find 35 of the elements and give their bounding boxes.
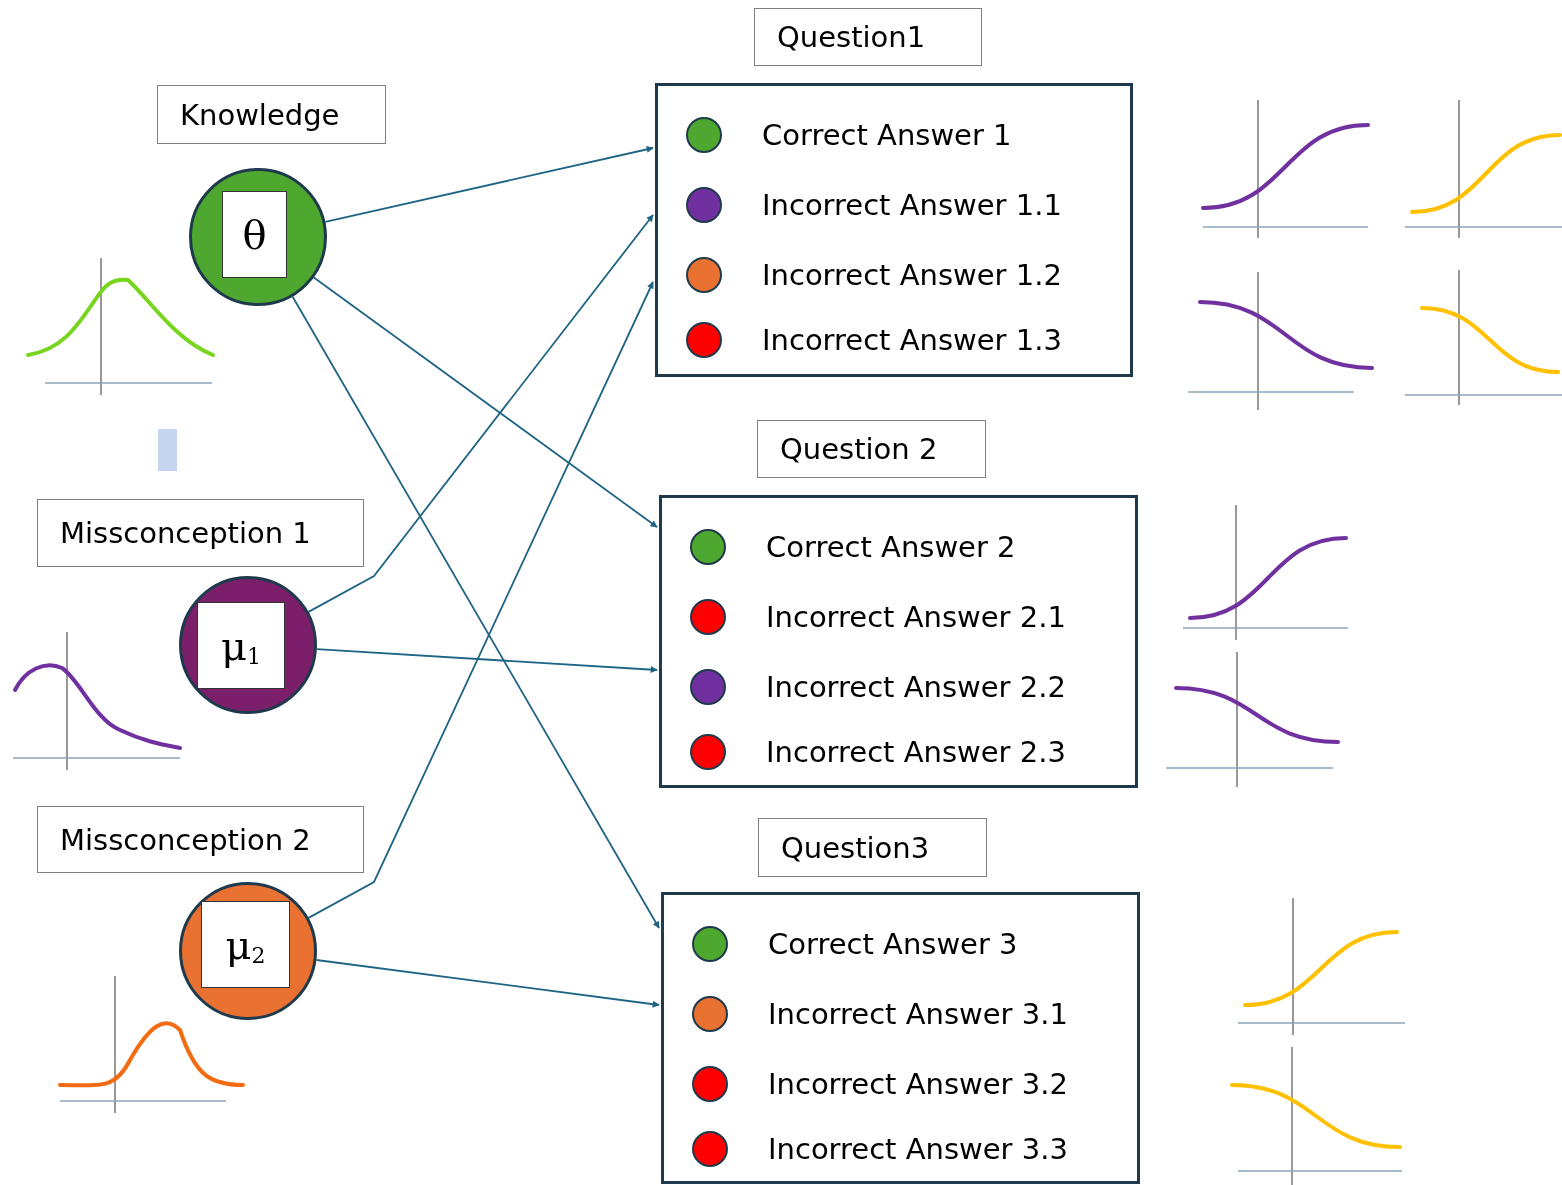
node-label: Question 2 bbox=[780, 432, 938, 466]
arrow bbox=[315, 959, 660, 1008]
variable-symbol: θ bbox=[242, 211, 267, 258]
node-label: Question1 bbox=[777, 20, 926, 54]
answer-label: Incorrect Answer 3.1 bbox=[768, 997, 1068, 1031]
answer-label: Incorrect Answer 2.2 bbox=[766, 670, 1066, 704]
question-panel bbox=[661, 892, 1140, 1184]
answer-label: Correct Answer 1 bbox=[762, 118, 1012, 152]
node-label: Knowledge bbox=[180, 97, 340, 132]
arrow bbox=[307, 214, 654, 613]
label-box bbox=[157, 85, 386, 144]
variable-symbol: μ$_{2}$ bbox=[225, 921, 266, 968]
question-panel bbox=[655, 83, 1133, 377]
answer-label: Incorrect Answer 3.3 bbox=[768, 1132, 1068, 1166]
answer-label: Incorrect Answer 2.3 bbox=[766, 735, 1066, 769]
answer-label: Incorrect Answer 3.2 bbox=[768, 1067, 1068, 1101]
answer-label: Incorrect Answer 1.1 bbox=[762, 188, 1062, 222]
node-label: Question3 bbox=[781, 830, 930, 865]
label-box bbox=[37, 806, 364, 873]
arrow bbox=[324, 145, 654, 223]
label-box bbox=[757, 420, 986, 478]
node-label: Missconception 1 bbox=[60, 516, 311, 550]
arrow bbox=[312, 276, 658, 528]
question-panel bbox=[659, 495, 1138, 788]
arrow bbox=[315, 648, 658, 674]
variable-symbol: μ$_{1}$ bbox=[221, 622, 261, 669]
answer-label: Correct Answer 3 bbox=[768, 927, 1018, 961]
answer-label: Incorrect Answer 2.1 bbox=[766, 600, 1066, 634]
answer-label: Correct Answer 2 bbox=[766, 530, 1016, 564]
answer-label: Incorrect Answer 1.2 bbox=[762, 258, 1062, 292]
answer-label: Incorrect Answer 1.3 bbox=[762, 323, 1062, 357]
label-box bbox=[37, 499, 364, 567]
label-box bbox=[754, 8, 982, 66]
node-label: Missconception 2 bbox=[60, 822, 311, 857]
label-box bbox=[758, 818, 987, 877]
